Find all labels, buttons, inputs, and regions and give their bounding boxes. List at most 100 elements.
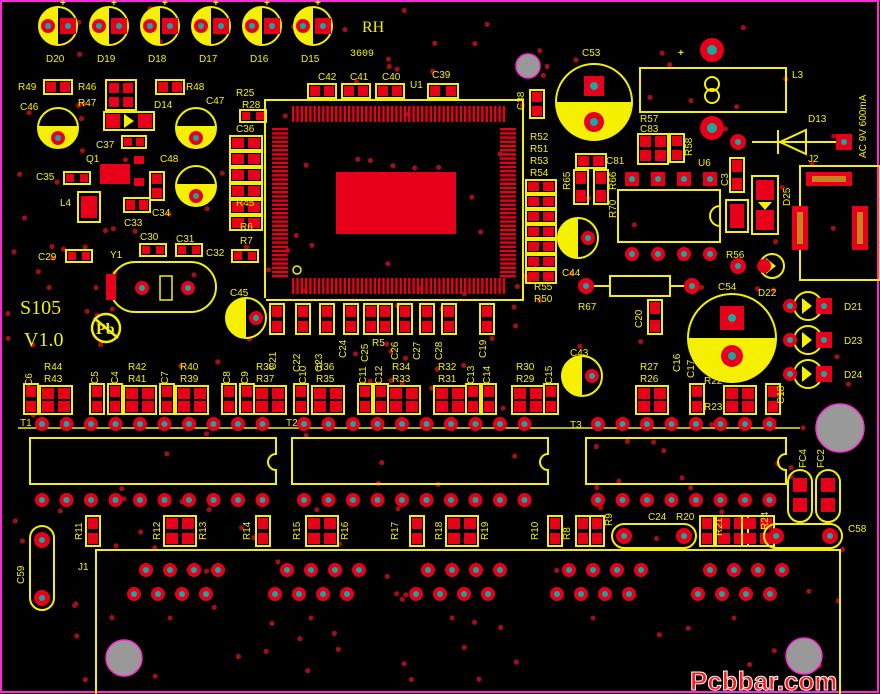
ref-r47: R47 [78,98,97,109]
via [26,110,32,116]
transformer-drill [717,497,724,503]
cap-pad [26,401,36,412]
via [113,543,119,549]
ic-pin [459,278,463,294]
ref-r21: R21 [714,517,725,536]
via [204,206,210,212]
ref-c13: C13 [466,365,477,384]
resistor-pad [638,388,650,399]
ref-r32: R32 [438,362,457,373]
ic-pin [272,153,288,156]
resistor-pad [726,401,738,412]
via [647,94,653,100]
resistor-pad [448,518,460,529]
transformer-drill [399,421,405,427]
ref-c10: C10 [298,365,309,384]
led-label: D23 [844,336,863,347]
via [478,229,484,235]
cap-pad [366,321,376,332]
via [54,179,60,185]
resistor-pad [543,257,554,266]
ic-drill [681,251,687,257]
cap-pad [92,401,102,412]
via [82,677,88,683]
cap-outline [319,303,335,335]
cap-c38 [529,89,545,119]
ic-pin [438,278,441,294]
via [401,661,407,667]
resistor-pad [654,401,666,412]
cap-pad [484,386,494,397]
via [297,636,303,642]
ic-pin [272,186,288,190]
ic-pin [322,278,325,294]
via [653,535,660,542]
resistor-pad [543,212,554,221]
via [60,246,66,252]
connector-drill [308,567,314,573]
led-label: D18 [148,54,167,65]
via [616,478,622,484]
via [840,546,846,553]
resistor-pad [528,257,539,266]
led-polarity: + [264,0,270,9]
resistor-pair-outline [123,385,157,415]
ref-c5: C5 [90,371,101,384]
resistor-pad [528,272,539,281]
ic-pin [356,278,359,294]
ref-l4: L4 [60,198,72,209]
ic-pin [500,149,516,152]
ic-pin [296,106,299,122]
cap-pad [162,386,172,397]
led-drill [96,23,102,29]
via [78,116,85,122]
transformer-drill [186,497,192,503]
via [388,378,394,384]
resistor-outline [525,224,557,239]
ic-pin [500,182,516,185]
ic-pin [339,106,342,122]
transformer-drill [161,421,168,427]
via [476,676,482,682]
ref-c11: C11 [358,366,369,384]
ref-d25: D25 [782,187,793,206]
cap-outline [465,383,481,415]
via [747,661,753,668]
connector-drill [437,591,443,597]
resistor-pad [330,388,342,399]
via [659,50,665,56]
label-power: AC 9V 600mA [858,94,869,158]
diode-d13 [730,128,852,156]
cap-pad [468,386,478,397]
via [754,286,761,292]
transformer-drill [693,421,699,427]
transformer-drill [259,497,266,503]
ref-r13: R13 [198,521,209,540]
cap-c43 [561,355,603,397]
resistor-pad [654,388,666,399]
ref-r8: R8 [562,527,573,540]
resistor-pad [258,533,268,544]
ic-pin [272,174,288,177]
ref-c31: C31 [176,234,195,245]
via [484,21,490,27]
resistor-pad [543,242,554,251]
cap-pad [376,386,386,397]
resistor-pad [256,112,264,120]
ref-t3: T3 [570,420,582,431]
cap-pad [768,401,778,412]
resistor-outline [525,194,557,209]
ref-t2: T2 [286,418,298,429]
ic-pin [395,278,398,294]
ic-pin [429,278,432,294]
via [779,184,786,190]
via [97,342,104,348]
cap-pad [272,321,282,332]
via [388,348,394,354]
ic-pin [412,278,415,294]
ref-r48: R48 [186,82,205,93]
ic-pin [481,106,484,122]
ic-pin [446,278,450,294]
cap-c53 [555,63,633,141]
ic-pin [313,278,316,294]
